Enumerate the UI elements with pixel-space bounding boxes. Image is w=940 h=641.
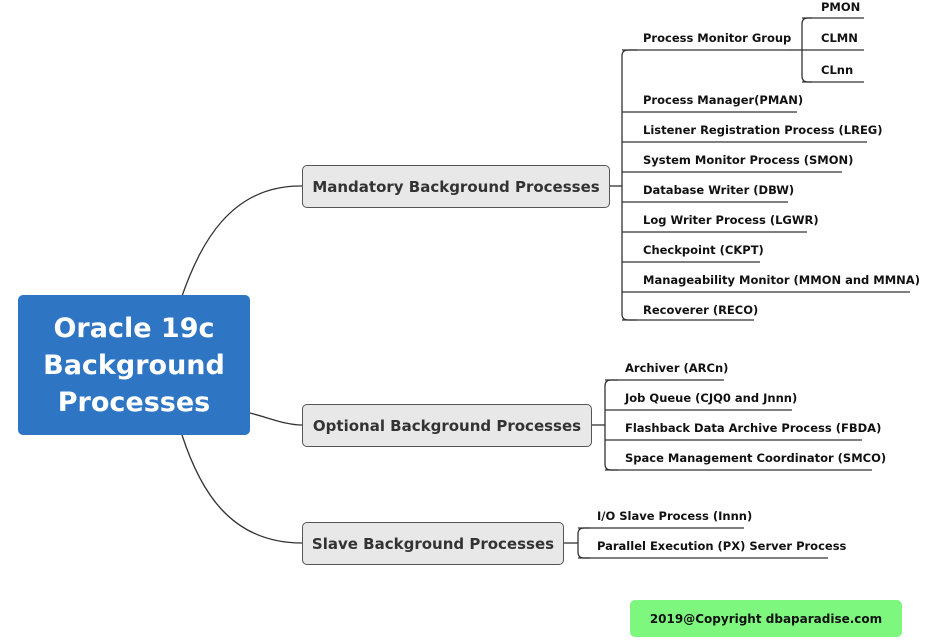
connector-root-mandatory — [181, 185, 303, 297]
leaf-lgwr[interactable]: Log Writer Process (LGWR) — [643, 213, 819, 227]
leaf-pmon[interactable]: PMON — [821, 0, 861, 14]
root-title-line-1: Oracle 19c — [53, 312, 215, 344]
leaf-pman[interactable]: Process Manager(PMAN) — [643, 93, 804, 107]
branch-mandatory-label: Mandatory Background Processes — [312, 177, 600, 196]
leaf-px-server[interactable]: Parallel Execution (PX) Server Process — [597, 539, 847, 553]
copyright-text: 2019@Copyright dbaparadise.com — [649, 611, 883, 626]
root-title-line-3: Processes — [57, 386, 211, 418]
leaf-clmn[interactable]: CLMN — [821, 31, 858, 45]
leaf-mmon[interactable]: Manageability Monitor (MMON and MMNA) — [643, 273, 920, 287]
leaf-reco[interactable]: Recoverer (RECO) — [643, 303, 759, 317]
leaf-ckpt[interactable]: Checkpoint (CKPT) — [643, 243, 764, 257]
branch-mandatory[interactable]: Mandatory Background Processes — [302, 165, 610, 208]
leaf-arcn[interactable]: Archiver (ARCn) — [625, 361, 729, 375]
branch-slave[interactable]: Slave Background Processes — [302, 522, 564, 565]
connector-root-optional — [249, 412, 303, 426]
leaf-smco[interactable]: Space Management Coordinator (SMCO) — [625, 451, 887, 465]
leaf-innn[interactable]: I/O Slave Process (Innn) — [597, 509, 753, 523]
root-node[interactable]: Oracle 19c Background Processes — [18, 295, 250, 435]
leaf-process-monitor-group[interactable]: Process Monitor Group — [643, 31, 792, 45]
leaf-cjq0[interactable]: Job Queue (CJQ0 and Jnnn) — [625, 391, 798, 405]
leaf-clnn[interactable]: CLnn — [821, 63, 854, 77]
connector-root-slave — [181, 434, 303, 544]
leaf-fbda[interactable]: Flashback Data Archive Process (FBDA) — [625, 421, 882, 435]
leaf-dbw[interactable]: Database Writer (DBW) — [643, 183, 795, 197]
branch-optional-label: Optional Background Processes — [312, 416, 582, 435]
root-title-line-2: Background — [43, 349, 225, 381]
leaf-smon[interactable]: System Monitor Process (SMON) — [643, 153, 854, 167]
branch-slave-label: Slave Background Processes — [311, 534, 555, 553]
leaf-lreg[interactable]: Listener Registration Process (LREG) — [643, 123, 883, 137]
branch-optional[interactable]: Optional Background Processes — [302, 404, 592, 447]
copyright-badge: 2019@Copyright dbaparadise.com — [630, 600, 902, 637]
